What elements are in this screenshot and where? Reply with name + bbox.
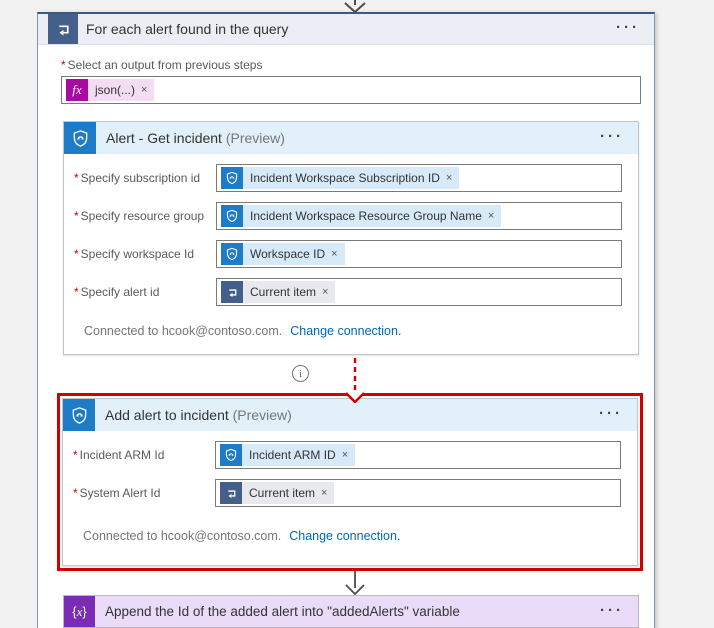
down-arrow [345,571,365,595]
sentinel-icon [221,167,243,189]
dynamic-content-token[interactable]: Incident Workspace Resource Group Name × [221,205,502,227]
field-row: *Incident ARM Id Incident ARM ID × [73,441,621,469]
dynamic-content-token[interactable]: Incident ARM ID × [220,444,356,466]
add-alert-body: *Incident ARM Id Incident ARM ID × [63,431,637,565]
field-label: *Incident ARM Id [73,448,215,462]
field-label-text: Specify workspace Id [80,247,195,261]
selection-highlight-border: Add alert to incident (Preview) ··· *Inc… [57,393,643,571]
sentinel-connector-icon [63,399,95,431]
token-remove-icon[interactable]: × [331,248,338,260]
field-row: *System Alert Id Current item × [73,479,621,507]
token-remove-icon[interactable]: × [487,210,495,222]
add-alert-card: Add alert to incident (Preview) ··· *Inc… [62,398,638,566]
sentinel-icon [221,205,243,227]
foreach-title: For each alert found in the query [86,21,289,37]
token-text: Current item [249,486,316,500]
field-label: *Specify workspace Id [74,247,216,261]
field-label-text: System Alert Id [79,486,161,500]
field-label: *System Alert Id [73,486,215,500]
foreach-scope: For each alert found in the query ··· *S… [37,12,655,628]
required-asterisk: * [74,209,79,223]
append-variable-action[interactable]: {x} Append the Id of the added alert int… [63,595,639,628]
required-asterisk: * [73,448,78,462]
connector-between-actions: i [38,355,654,403]
subscription-id-input[interactable]: Incident Workspace Subscription ID × [216,164,622,192]
token-remove-icon[interactable]: × [445,172,453,184]
token-remove-icon[interactable]: × [341,449,349,461]
get-incident-title: Alert - Get incident (Preview) [106,130,285,146]
required-asterisk: * [61,58,66,72]
connection-info: Connected to hcook@contoso.com. Change co… [73,517,621,565]
sentinel-icon [220,444,242,466]
foreach-icon [221,281,243,303]
variable-icon: {x} [64,596,95,627]
foreach-icon [220,482,242,504]
append-action-title: Append the Id of the added alert into "a… [105,604,460,619]
resource-group-input[interactable]: Incident Workspace Resource Group Name × [216,202,622,230]
get-incident-body: *Specify subscription id Incident Worksp… [64,154,638,354]
add-alert-title-text: Add alert to incident [105,407,229,423]
info-icon[interactable]: i [292,365,309,382]
required-asterisk: * [73,486,78,500]
foreach-param-label: *Select an output from previous steps [61,58,639,72]
token-remove-icon[interactable]: × [321,487,328,499]
add-alert-menu-button[interactable]: ··· [599,405,623,423]
token-remove-icon[interactable]: × [141,84,148,96]
required-asterisk: * [74,285,79,299]
foreach-param-label-text: Select an output from previous steps [67,58,263,72]
workspace-id-input[interactable]: Workspace ID × [216,240,622,268]
append-menu-button[interactable]: ··· [600,601,624,619]
connector-to-append [38,571,654,595]
token-text: Workspace ID [250,247,326,261]
expression-token-text: json(...) [95,83,136,97]
field-label-text: Specify resource group [80,209,205,223]
sentinel-connector-icon [64,122,96,154]
sentinel-icon [221,243,243,265]
current-item-token[interactable]: Current item × [221,281,336,303]
system-alert-id-input[interactable]: Current item × [215,479,621,507]
field-row: *Specify workspace Id Workspace ID × [74,240,622,268]
foreach-header[interactable]: For each alert found in the query ··· [38,14,654,45]
field-label: *Specify subscription id [74,171,216,185]
field-label-text: Specify subscription id [80,171,201,185]
connected-to-text: Connected to hcook@contoso.com. [83,529,282,543]
required-asterisk: * [74,171,79,185]
field-label-text: Specify alert id [80,285,160,299]
field-row: *Specify resource group Incident Workspa… [74,202,622,230]
field-label: *Specify alert id [74,285,216,299]
preview-badge: (Preview) [225,130,285,146]
token-text: Incident ARM ID [249,448,336,462]
get-incident-card: Alert - Get incident (Preview) ··· *Spec… [63,121,639,355]
field-label-text: Incident ARM Id [79,448,165,462]
field-label: *Specify resource group [74,209,216,223]
dynamic-content-token[interactable]: Incident Workspace Subscription ID × [221,167,460,189]
required-asterisk: * [74,247,79,261]
preview-badge: (Preview) [232,407,292,423]
token-text: Current item [250,285,317,299]
get-incident-title-text: Alert - Get incident [106,130,222,146]
change-connection-link[interactable]: Change connection. [289,529,401,543]
add-alert-header[interactable]: Add alert to incident (Preview) ··· [63,399,637,431]
foreach-menu-button[interactable]: ··· [616,19,640,37]
red-dashed-arrow [345,358,365,403]
field-row: *Specify alert id Current item × [74,278,622,306]
token-text: Incident Workspace Subscription ID [250,171,440,185]
token-remove-icon[interactable]: × [322,286,329,298]
current-item-token[interactable]: Current item × [220,482,335,504]
connection-info: Connected to hcook@contoso.com. Change co… [74,316,622,354]
add-alert-title: Add alert to incident (Preview) [105,407,292,423]
connected-to-text: Connected to hcook@contoso.com. [84,324,283,338]
incident-arm-id-input[interactable]: Incident ARM ID × [215,441,621,469]
dynamic-content-token[interactable]: Workspace ID × [221,243,345,265]
field-row: *Specify subscription id Incident Worksp… [74,164,622,192]
foreach-icon [48,14,78,44]
change-connection-link[interactable]: Change connection. [290,324,402,338]
token-text: Incident Workspace Resource Group Name [250,209,482,223]
alert-id-input[interactable]: Current item × [216,278,622,306]
get-incident-menu-button[interactable]: ··· [600,128,624,146]
get-incident-header[interactable]: Alert - Get incident (Preview) ··· [64,122,638,154]
